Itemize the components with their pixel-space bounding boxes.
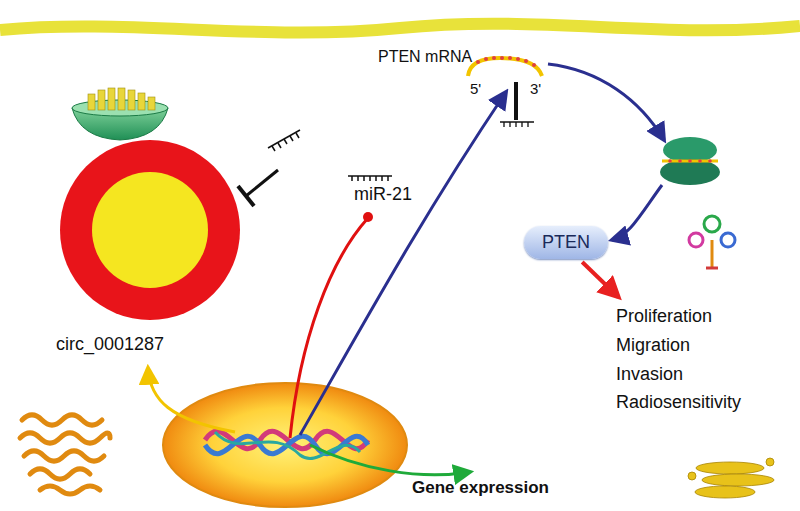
circrna-circle: circ_0001287 (52, 138, 248, 355)
trna (689, 216, 735, 268)
circ-rna-label: circ_0001287 (52, 334, 248, 355)
mirna-molecule (348, 176, 392, 181)
protein-arrow (612, 185, 662, 240)
translation-arrow (548, 64, 664, 140)
nucleus (163, 383, 407, 507)
protein-pill: PTEN (524, 226, 608, 259)
end-label: 5' (470, 80, 481, 97)
cell-membrane (0, 24, 800, 33)
inhibition-bar (238, 186, 254, 206)
inhibition-line (246, 170, 278, 196)
mirna-end-dot (363, 212, 373, 222)
circrna-inner (92, 172, 208, 288)
outcome-list: Proliferation Migration Invasion Radiose… (616, 302, 741, 417)
effect-arrow (582, 262, 618, 297)
mirna-molecule (268, 130, 300, 151)
protein-label: PTEN (542, 232, 590, 253)
pten-mrna (468, 56, 542, 127)
endoplasmic-reticulum (20, 415, 110, 494)
mitochondrion (72, 88, 168, 140)
mrna-label: PTEN mRNA (378, 48, 472, 66)
ribosome (660, 137, 720, 185)
gene-expression-label: Gene expression (412, 478, 549, 498)
golgi-apparatus (688, 458, 774, 498)
outcome-block: Proliferation Migration Invasion Radiose… (612, 300, 745, 419)
circrna-ring (52, 138, 248, 322)
mirna-transcription-line (290, 218, 368, 438)
mrna-transcription-arrow (300, 92, 506, 435)
end-label: 3' (530, 80, 541, 97)
circrna-outer (60, 140, 240, 320)
mirna-label: miR-21 (354, 184, 412, 205)
gene-expression-arrow (310, 445, 470, 475)
transcription-arrow (148, 368, 235, 432)
